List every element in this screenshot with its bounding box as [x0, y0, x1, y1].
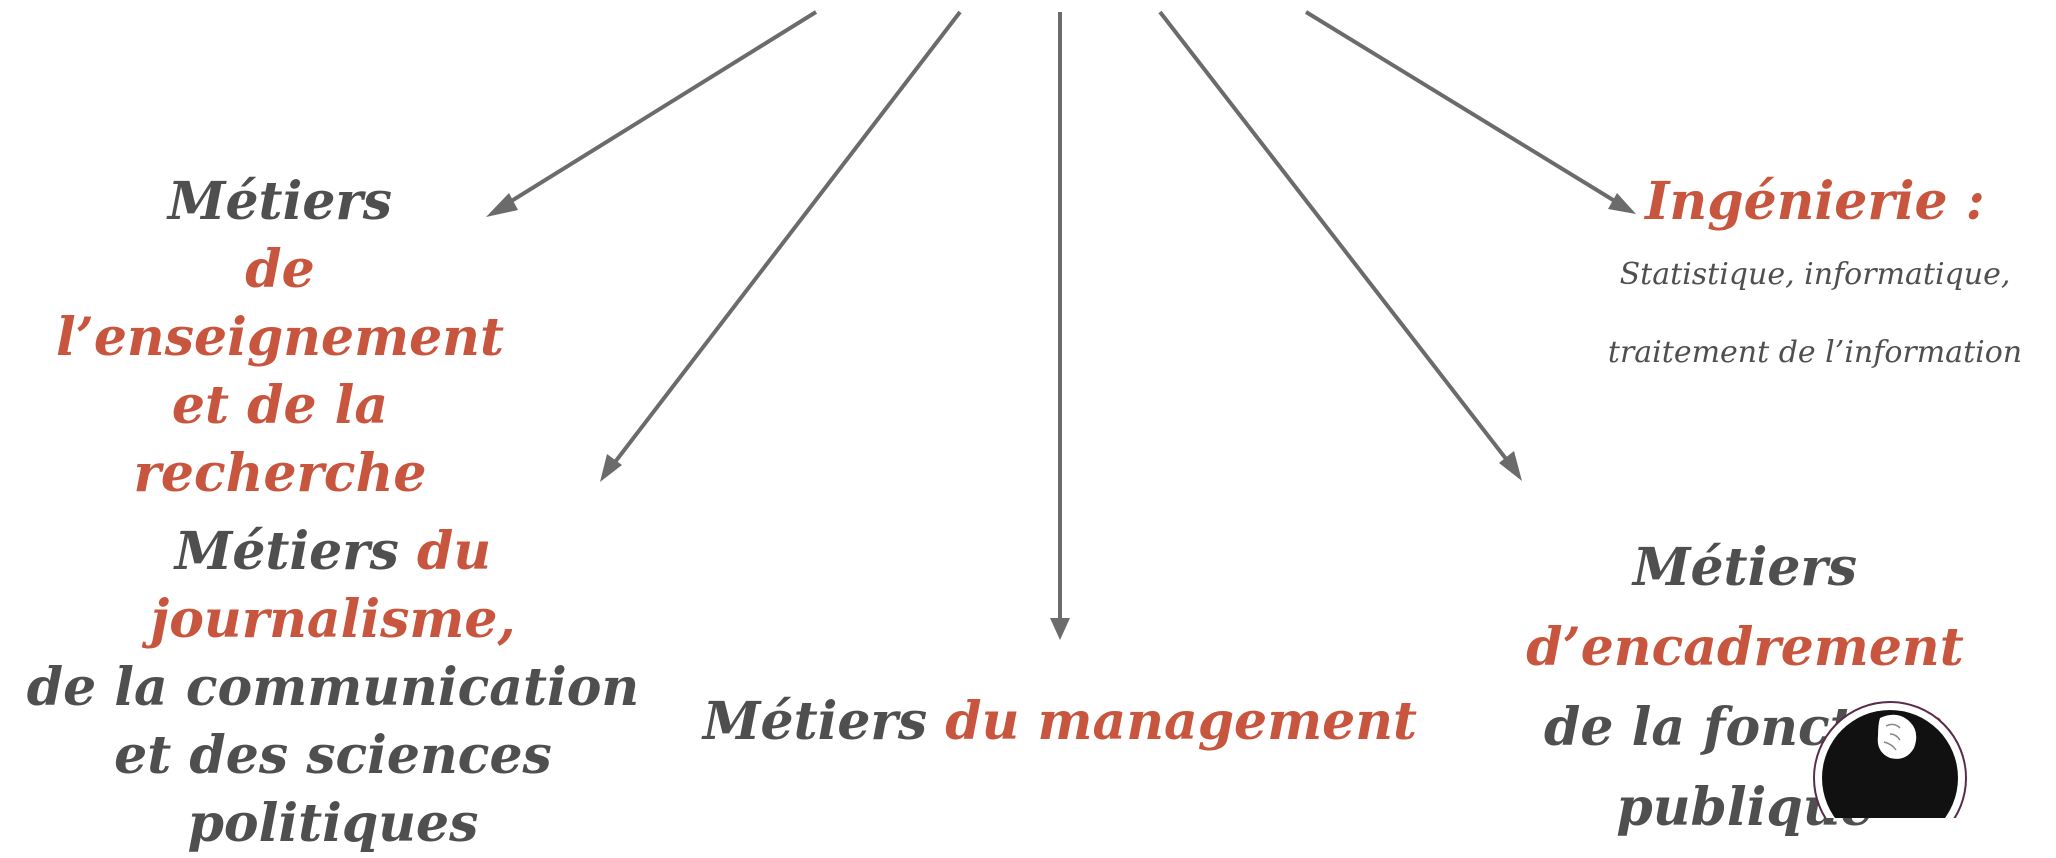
teaching-line-3: et de la recherche [133, 375, 427, 504]
arrow-teaching [503, 10, 818, 207]
management-highlight: du management [945, 691, 1418, 752]
arrowhead-management [1050, 618, 1070, 640]
node-teaching-research: Métiers de l’enseignement et de la reche… [40, 168, 520, 508]
node-management: Métiers du management [700, 688, 1420, 756]
journalism-highlight: du journalisme, [150, 521, 516, 650]
journalism-line-2: de la communication [26, 657, 640, 718]
journalism-line-3: et des sciences politiques [114, 725, 552, 854]
arrowhead-journalism [600, 454, 622, 482]
civil-prefix: Métiers [1632, 537, 1858, 598]
arrowhead-teaching [486, 193, 518, 217]
arrows-layer [486, 10, 1636, 640]
engineering-sub-2: traitement de l’information [1607, 335, 2023, 370]
node-engineering: Ingénierie : Statistique, informatique, … [1580, 168, 2050, 392]
engineering-sub-1: Statistique, informatique, [1619, 257, 2011, 292]
arrowhead-engineering [1608, 193, 1636, 214]
journalism-prefix: Métiers [174, 521, 418, 582]
teaching-line-2: de l’enseignement [55, 239, 505, 368]
arrow-civil-service [1158, 10, 1512, 466]
node-journalism: Métiers du journalisme, de la communicat… [8, 518, 658, 858]
civil-line-1: Métiers d’encadrement [1440, 528, 2050, 688]
engineering-title: Ingénierie : [1645, 171, 1985, 232]
university-seal-icon [1813, 701, 1967, 818]
arrow-journalism [610, 10, 962, 468]
arrow-engineering [1304, 10, 1620, 205]
teaching-line-1: Métiers [167, 171, 393, 232]
arrowhead-civil-service [1499, 451, 1522, 481]
civil-highlight: d’encadrement [1526, 617, 1964, 678]
management-prefix: Métiers [702, 691, 946, 752]
journalism-line-1: Métiers du journalisme, [8, 518, 658, 654]
